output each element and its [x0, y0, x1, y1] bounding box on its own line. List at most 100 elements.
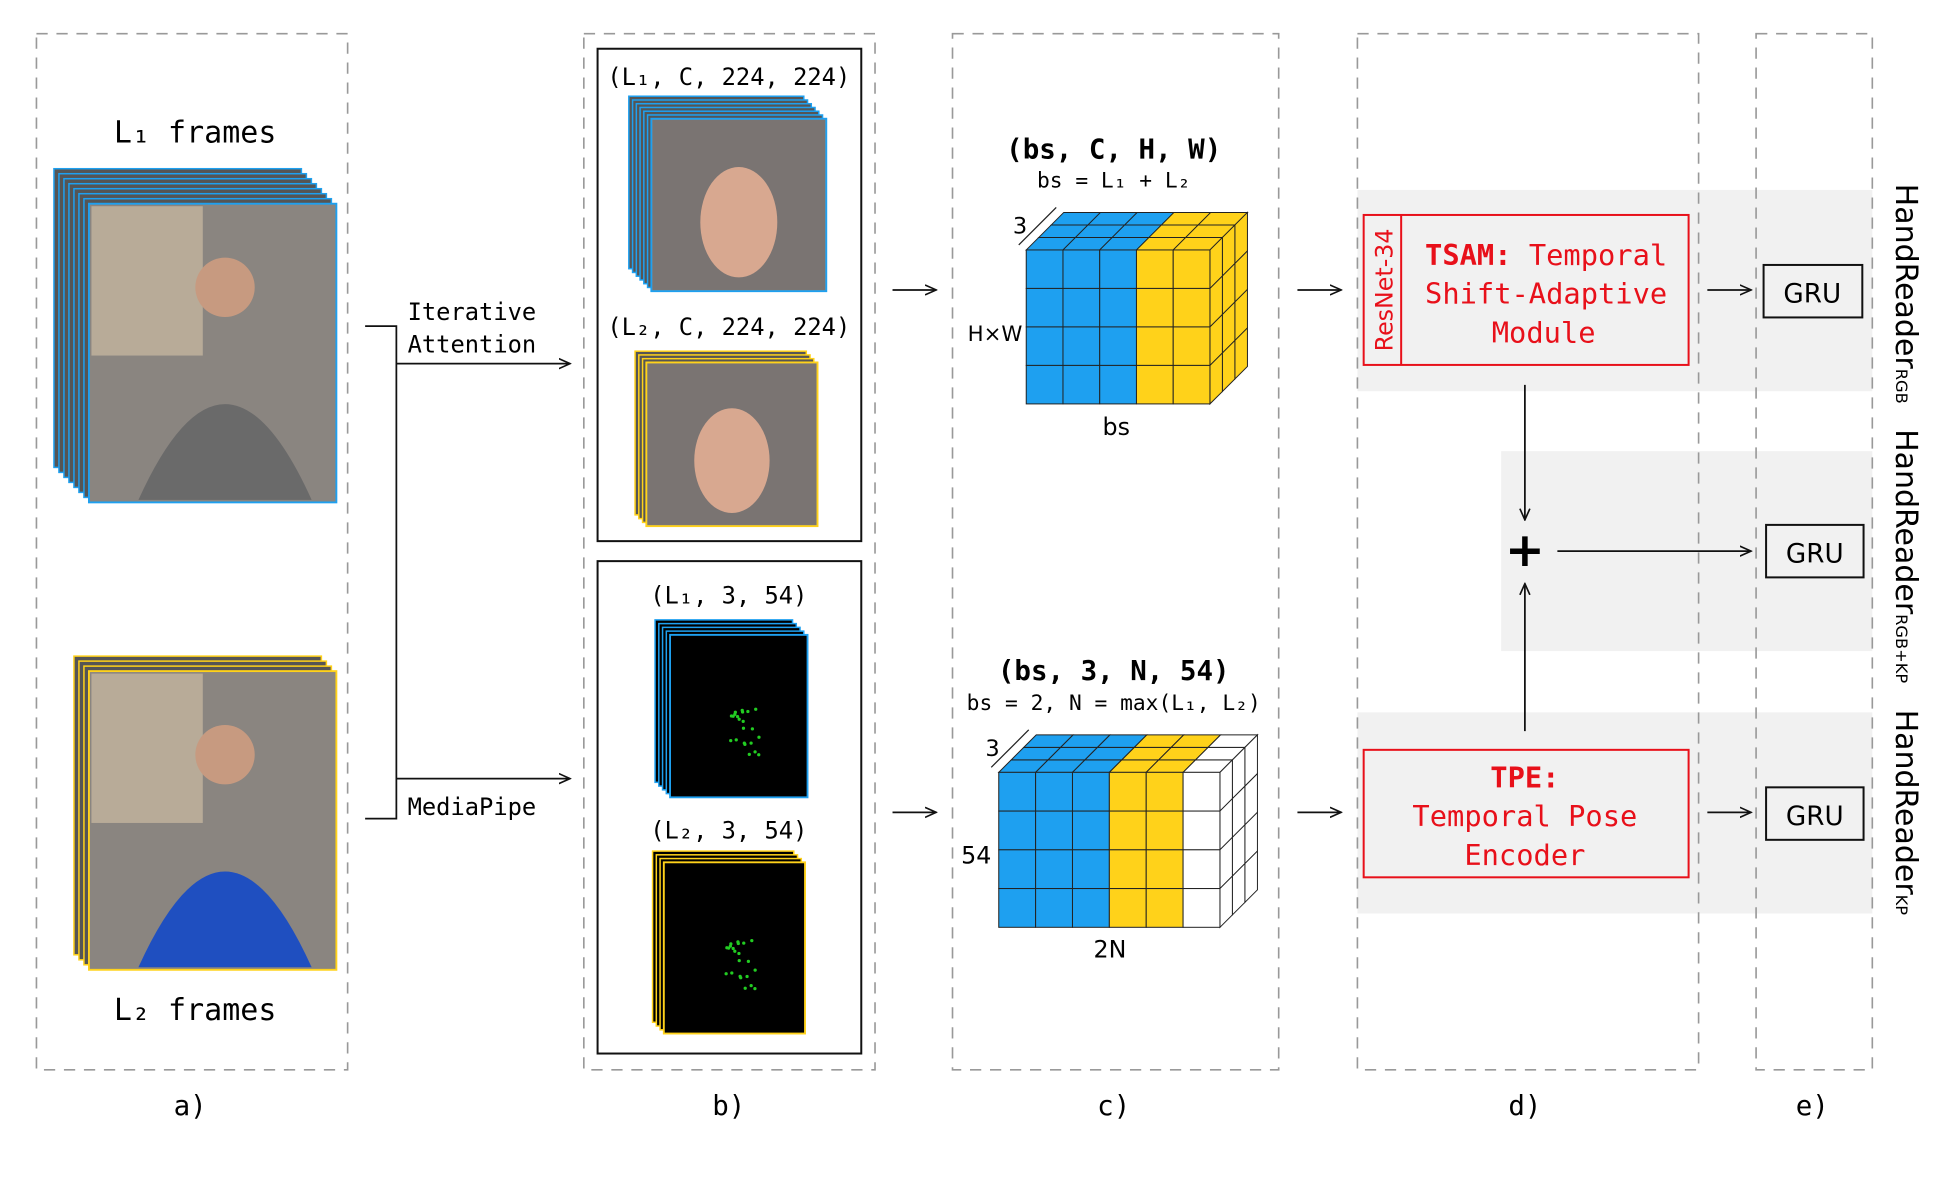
cube-front-cell: [998, 849, 1037, 890]
keypoint-dot: [749, 984, 753, 988]
panel-d-frame: [1356, 32, 1700, 1071]
keypoint-dot: [750, 727, 755, 731]
cube-front-cell: [1071, 849, 1110, 890]
rgb-tensor-shape: (bs, C, H, W): [1006, 134, 1221, 166]
l2-frames-label: L₂ frames: [114, 993, 276, 1028]
keypoint-dot: [746, 959, 751, 964]
rgb-branch-band: [1357, 189, 1873, 392]
depth-indicator: [990, 729, 1030, 768]
tpe-title: TPE:: [1490, 760, 1559, 794]
cube-front-cell: [1172, 364, 1211, 405]
cube-front-cell: [1025, 249, 1064, 289]
hand-icon: [694, 408, 770, 514]
keypoint-dot: [731, 946, 735, 951]
panel-c-caption: c): [1097, 1090, 1130, 1122]
cube-front-cell: [1108, 771, 1147, 812]
keypoint-dot: [757, 735, 761, 739]
person-head-icon: [195, 257, 255, 318]
keypoint-dot: [737, 959, 741, 963]
panel-b-frame: [583, 32, 876, 1071]
gru-fusion-label: GRU: [1786, 539, 1844, 569]
cube-front-cell: [1062, 249, 1101, 289]
tsam-bold: TSAM:: [1425, 238, 1512, 272]
model-rgb-name: HandReader: [1888, 184, 1923, 370]
keypoint-dot: [753, 987, 757, 991]
front-frame: [669, 633, 809, 799]
rgb-crops-box: [596, 47, 863, 543]
cube-front-cell: [1071, 888, 1110, 928]
cube-front-cell: [1108, 849, 1147, 890]
cube-front-cell: [1182, 888, 1221, 928]
cube-side-cell: [1244, 849, 1258, 904]
hand-icon: [700, 167, 778, 278]
rgb-l1-shape: (L₁, C, 224, 224): [607, 63, 850, 91]
model-rgbkp-name: HandReader: [1888, 429, 1923, 615]
cube-front-cell: [1108, 888, 1147, 928]
cube-front-cell: [1135, 287, 1174, 328]
l1-keypoint-stack: [654, 619, 809, 799]
rgb-l2-shape: (L₂, C, 224, 224): [607, 313, 850, 341]
keypoint-dot: [749, 741, 753, 745]
cube-front-cell: [1025, 364, 1064, 405]
cube-front-cell: [1172, 326, 1211, 366]
cube-front-cell: [1108, 810, 1147, 851]
cube-front-cell: [1099, 249, 1137, 289]
person-body-icon: [138, 871, 312, 968]
mediapipe-label: MediaPipe: [408, 793, 537, 821]
panel-a-frame: [35, 32, 349, 1071]
keypoint-dot: [741, 719, 745, 724]
l1-frames-label: L₁ frames: [114, 115, 276, 150]
l2-hand-crop-stack: [634, 350, 819, 528]
l2-keypoint-stack: [651, 850, 806, 1035]
keypoint-dot: [737, 717, 741, 721]
keypoint-dot: [736, 941, 740, 946]
cube-front-cell: [1182, 771, 1221, 812]
cube-front-cell: [1062, 326, 1101, 366]
keypoint-dot: [747, 752, 751, 757]
keypoint-dot: [733, 949, 737, 953]
panel-a-caption: a): [174, 1090, 207, 1122]
keypoint-dot: [731, 714, 735, 718]
kp-batch-size: bs = 2, N = max(L₁, L₂): [967, 691, 1261, 716]
keypoint-dot: [753, 750, 757, 754]
tpe-line2: Temporal Pose: [1412, 799, 1637, 833]
panel-d-caption: d): [1508, 1090, 1541, 1122]
iterative-label: Iterative: [408, 298, 537, 326]
cube-side-cell: [1234, 326, 1248, 381]
tpe-line3: Encoder: [1464, 838, 1585, 872]
cube-front-cell: [1135, 364, 1174, 405]
tpe-module-box: [1362, 748, 1690, 879]
rgb-tensor-cube: [1018, 207, 1249, 406]
cube-front-cell: [1135, 326, 1174, 366]
model-name-rgb: HandReaderRGB: [1888, 184, 1923, 404]
background-wall: [91, 673, 203, 823]
keypoint-dot: [740, 710, 745, 714]
keypoint-dot: [737, 951, 741, 956]
model-rgbkp-sub: RGB+KP: [1892, 614, 1911, 683]
kp-cube-height-label: 54: [961, 842, 991, 870]
fusion-plus-icon: +: [1505, 523, 1545, 578]
keypoint-dot: [729, 738, 733, 743]
cube-front-cell: [1035, 849, 1073, 890]
kp-l1-shape: (L₁, 3, 54): [650, 582, 807, 610]
gru-fusion-box: [1765, 523, 1865, 579]
split-bracket: [365, 325, 398, 820]
model-name-rgb-kp: HandReaderRGB+KP: [1888, 429, 1923, 683]
l1-hand-crop-stack: [628, 95, 828, 293]
keypoint-dot: [735, 714, 740, 719]
cube-front-cell: [1062, 287, 1101, 328]
gru-kp-label: GRU: [1786, 802, 1844, 832]
kp-cube-width-label: 2N: [1094, 935, 1127, 963]
cube-front-cell: [1035, 888, 1073, 928]
cube-front-cell: [1099, 364, 1137, 405]
rgb-cube-depth-label: 3: [1013, 214, 1027, 240]
keypoint-dot: [757, 753, 761, 757]
model-name-kp: HandReaderKP: [1888, 710, 1923, 916]
depth-indicator: [1018, 207, 1057, 246]
keypoint-dot: [734, 738, 738, 742]
kp-cube-depth-label: 3: [985, 736, 999, 762]
cube-front-cell: [1182, 849, 1221, 890]
background-wall: [91, 206, 203, 356]
keypoint-dot: [753, 968, 757, 972]
cube-front-cell: [1135, 249, 1174, 289]
